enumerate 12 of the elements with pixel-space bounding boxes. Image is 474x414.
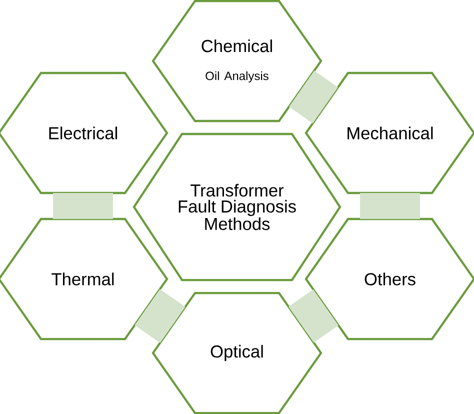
hexagon-box: Electrical	[0, 72, 168, 194]
connector-band	[53, 193, 113, 219]
hexagon-box: Thermal	[0, 218, 168, 340]
connector-band	[134, 289, 186, 343]
connector-band	[360, 193, 420, 219]
hexagon-box: Chemical Oil Analysis	[152, 0, 322, 122]
hexagon-box: Mechanical	[304, 72, 474, 194]
connector-band	[288, 289, 338, 343]
hexagon-box: Others	[304, 218, 474, 340]
hexagon-box: Optical	[152, 292, 322, 414]
hexagon-box: Transformer Fault Diagnosis Methods	[132, 132, 342, 282]
connector-band	[289, 70, 338, 124]
